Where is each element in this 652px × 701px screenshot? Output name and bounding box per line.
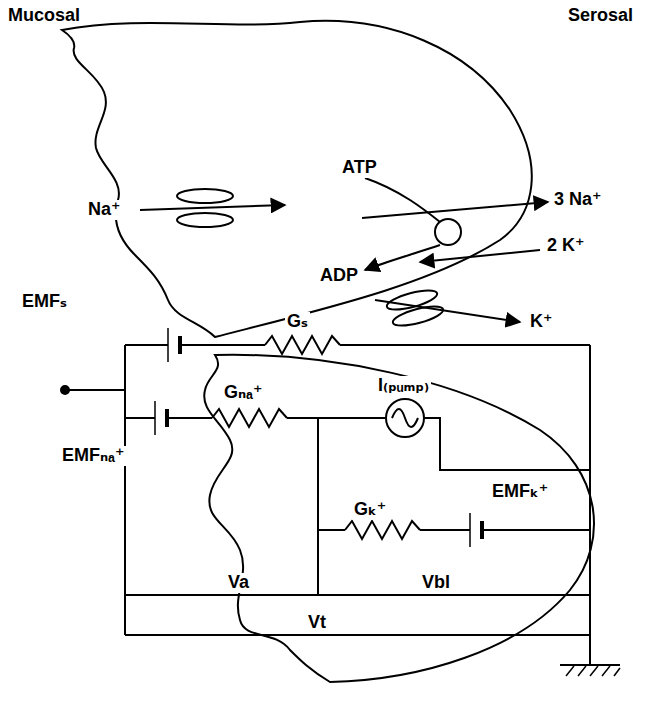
current-source-symbol xyxy=(386,399,424,437)
conductance-label: Gₙₐ⁺ xyxy=(222,383,265,403)
ion-label: K⁺ xyxy=(528,312,555,332)
current-label: I₍ₚᵤₘₚ₎ xyxy=(376,376,431,396)
emf-label: EMFₙₐ⁺ xyxy=(60,446,127,466)
battery-symbol xyxy=(167,328,169,362)
cell-outline xyxy=(204,355,594,682)
pump-symbol xyxy=(435,219,461,245)
region-label: Serosal xyxy=(566,6,635,26)
channel xyxy=(177,213,233,227)
molecule-label: ATP xyxy=(340,158,379,178)
voltage-label: Vt xyxy=(306,613,328,633)
ground-symbol xyxy=(560,664,620,666)
molecule-label: ADP xyxy=(318,266,360,286)
channel xyxy=(177,189,233,203)
conductance-label: Gₛ xyxy=(285,312,310,332)
ion-label: Na⁺ xyxy=(86,200,123,220)
conductance-label: Gₖ⁺ xyxy=(352,500,388,520)
ion-label: 2 K⁺ xyxy=(545,236,587,256)
emf-label: EMFₛ xyxy=(20,292,69,312)
cell-outline xyxy=(62,21,532,337)
voltage-label: Vbl xyxy=(420,573,452,593)
battery-symbol xyxy=(469,513,471,547)
voltage-label: Va xyxy=(226,573,251,593)
emf-label: EMFₖ⁺ xyxy=(490,482,550,502)
battery-symbol xyxy=(154,401,156,435)
region-label: Mucosal xyxy=(6,6,82,26)
battery-symbol xyxy=(178,336,182,354)
terminal-dot xyxy=(61,386,69,394)
ion-label: 3 Na⁺ xyxy=(552,190,604,210)
